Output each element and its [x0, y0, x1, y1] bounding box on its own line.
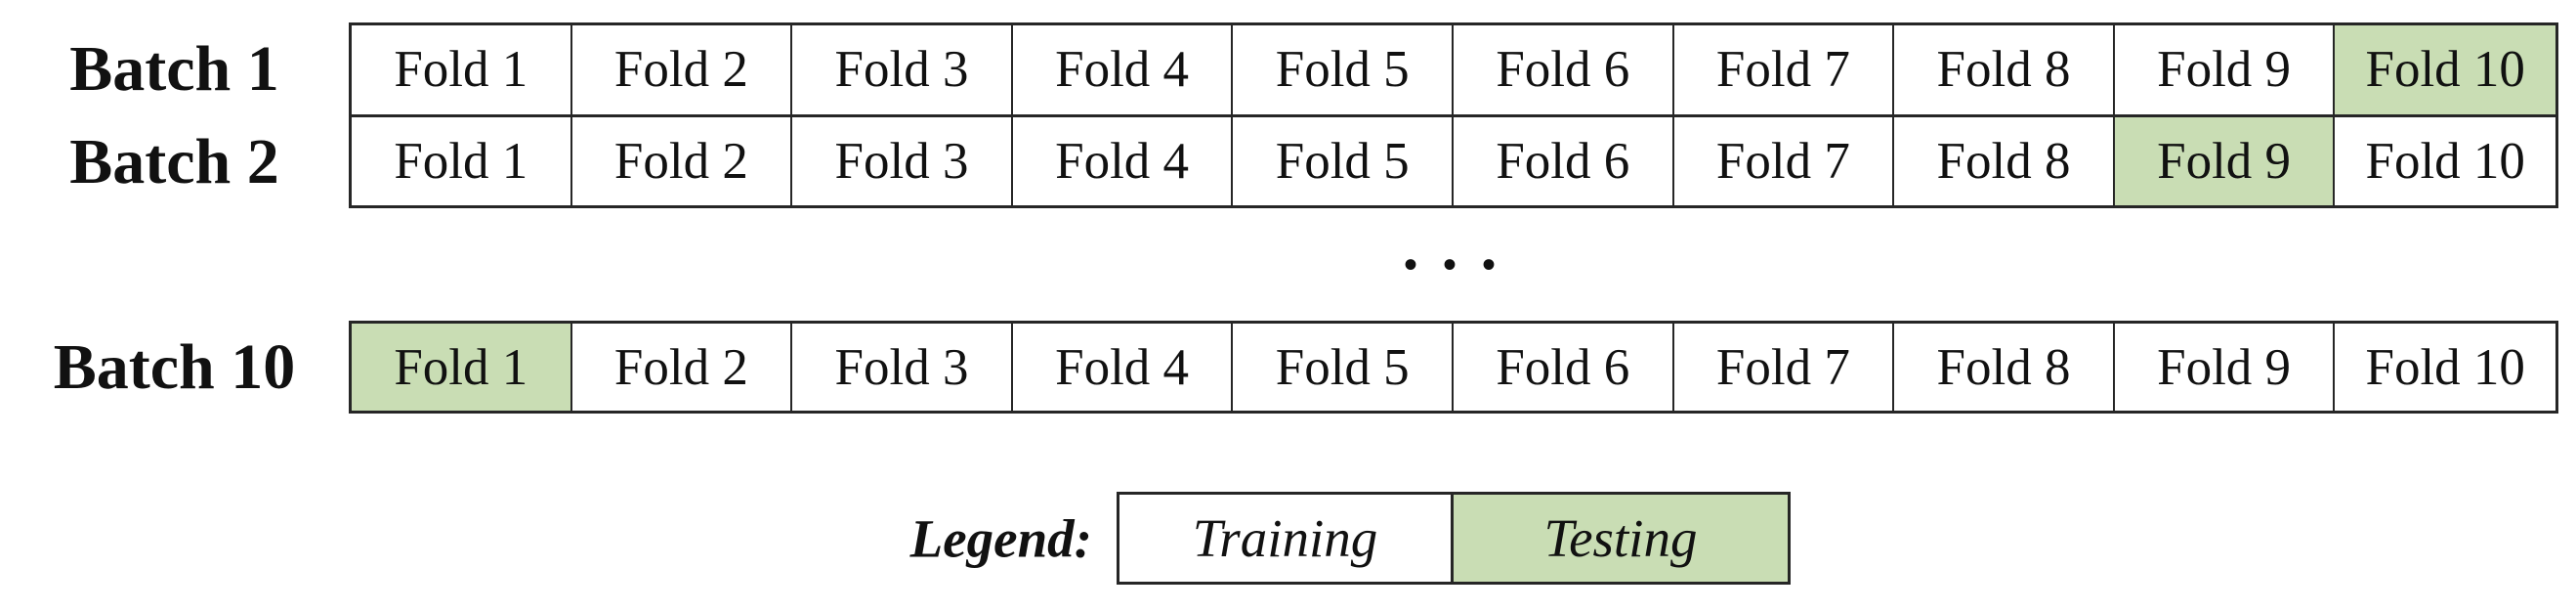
fold-cell: Fold 9	[2114, 116, 2336, 205]
fold-cell: Fold 10	[2335, 116, 2555, 205]
fold-cell: Fold 5	[1233, 25, 1454, 117]
batch-label: Batch 1	[69, 32, 279, 105]
fold-cell: Fold 9	[2114, 25, 2336, 117]
fold-cell: Fold 9	[2114, 324, 2336, 411]
fold-cell: Fold 7	[1673, 324, 1895, 411]
fold-cell: Fold 3	[792, 25, 1013, 117]
fold-cell: Fold 5	[1233, 116, 1454, 205]
fold-cell: Fold 1	[352, 116, 572, 205]
fold-cell: Fold 4	[1012, 25, 1234, 117]
fold-cell: Fold 10	[2335, 25, 2555, 117]
batch-labels-column: Batch 1 Batch 2	[0, 22, 349, 208]
fold-cell: Fold 8	[1894, 25, 2115, 117]
fold-cell: Fold 8	[1894, 324, 2115, 411]
batch-label: Batch 2	[69, 125, 279, 197]
fold-cell: Fold 4	[1012, 116, 1234, 205]
fold-cell: Fold 6	[1454, 324, 1674, 411]
fold-cell: Fold 7	[1673, 116, 1895, 205]
fold-cell: Fold 10	[2335, 324, 2555, 411]
fold-cell: Fold 2	[571, 116, 793, 205]
legend-item-testing: Testing	[1454, 492, 1791, 585]
fold-cell: Fold 3	[792, 116, 1013, 205]
batch-labels-column: Batch 10	[0, 321, 349, 414]
fold-cell: Fold 6	[1454, 116, 1674, 205]
fold-cell: Fold 6	[1454, 25, 1674, 117]
fold-cell: Fold 4	[1012, 324, 1234, 411]
batch-label: Batch 10	[53, 330, 296, 403]
legend-label: Legend:	[909, 508, 1092, 568]
fold-cell: Fold 2	[571, 25, 793, 117]
ellipsis: • • •	[1403, 242, 1503, 286]
legend-item-training: Training	[1117, 492, 1454, 585]
fold-cell: Fold 1	[352, 25, 572, 117]
fold-cell: Fold 5	[1233, 324, 1454, 411]
fold-cell: Fold 8	[1894, 116, 2115, 205]
fold-cell: Fold 2	[571, 324, 793, 411]
fold-cell: Fold 1	[352, 324, 572, 411]
fold-cell: Fold 3	[792, 324, 1013, 411]
fold-cell: Fold 7	[1673, 25, 1895, 117]
